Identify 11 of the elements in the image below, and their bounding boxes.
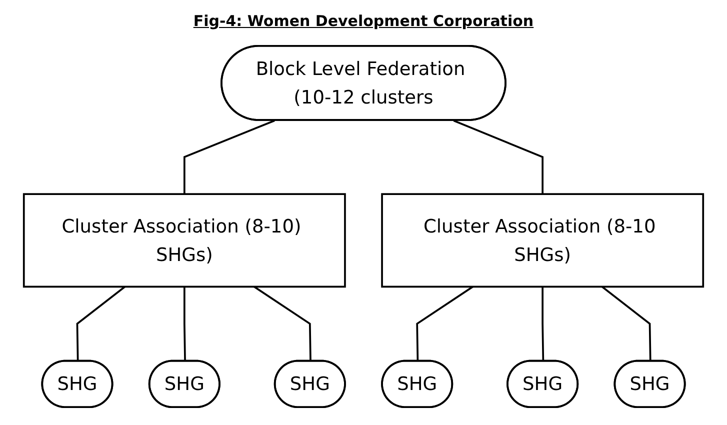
connector (602, 286, 652, 362)
node-box: Cluster Association (8-10 SHGs) (381, 193, 704, 288)
connector (76, 286, 126, 362)
diagram-title: Fig-4: Women Development Corporation (193, 12, 534, 30)
connector (542, 286, 544, 362)
connector (184, 286, 186, 362)
connector (254, 286, 312, 362)
node-box: Cluster Association (8-10) SHGs) (22, 193, 346, 288)
connector (184, 120, 275, 194)
connector (453, 120, 544, 194)
connector (416, 286, 474, 362)
